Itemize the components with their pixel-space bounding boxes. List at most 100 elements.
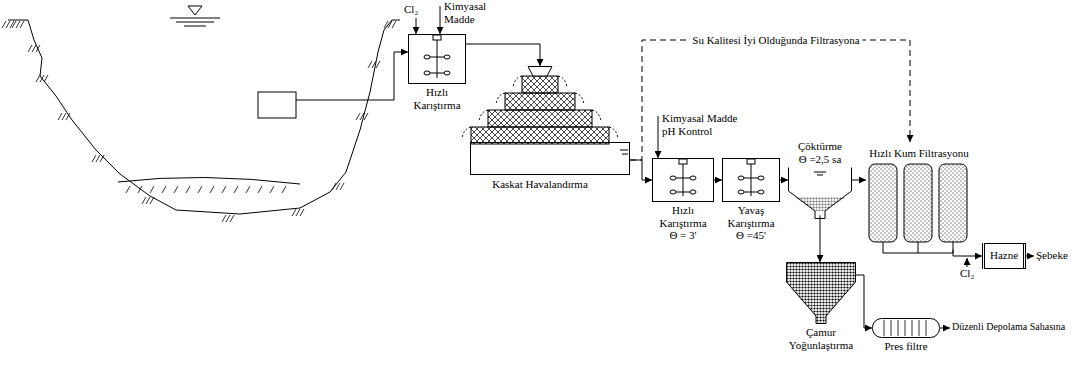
filter-vessel bbox=[939, 164, 967, 242]
feed-arrow bbox=[658, 116, 659, 158]
outlet-label: Düzenli Depolama Sahasına bbox=[952, 321, 1068, 333]
water-fall bbox=[592, 110, 601, 122]
feed-arrow bbox=[967, 258, 968, 267]
node-label: Pres filtre bbox=[872, 340, 940, 353]
mixer-motor bbox=[433, 35, 441, 40]
node-label: Hızlı Kum Filtrasyonu bbox=[866, 147, 972, 160]
node-label: Hızlı Karıştırma bbox=[408, 86, 466, 111]
water-level-symbol bbox=[188, 6, 202, 15]
outlet-arrow bbox=[1026, 256, 1034, 257]
collector-pipe bbox=[883, 252, 953, 253]
text-group: Hızlı Kum Filtrasyonu bbox=[866, 147, 972, 160]
impeller-blade bbox=[758, 190, 764, 194]
rapid-mix-tank: Hızlı KarıştırmaΘ = 3' bbox=[652, 158, 714, 242]
node-label: Hazne bbox=[985, 244, 1023, 266]
rapid-mix-tank-shape bbox=[408, 34, 466, 84]
water-level bbox=[170, 18, 220, 26]
flow-line bbox=[466, 44, 540, 66]
water-fall bbox=[479, 110, 488, 122]
cascade-aerator: Kaskat Havalandırma bbox=[450, 66, 630, 191]
filter-press: Pres filtre bbox=[872, 318, 940, 353]
cascade-step bbox=[505, 93, 575, 110]
impeller-blade bbox=[758, 176, 764, 180]
water-level bbox=[620, 150, 628, 154]
impeller-blade bbox=[690, 176, 696, 180]
cascade-step bbox=[488, 110, 592, 127]
text-group: ÇöktürmeΘ =2,5 sa bbox=[788, 140, 852, 165]
sedimentation-tank: ÇöktürmeΘ =2,5 sa bbox=[788, 140, 852, 215]
tank-outline bbox=[653, 159, 714, 202]
sand-filter: Hızlı Kum Filtrasyonu bbox=[866, 142, 972, 250]
filter-press-shape bbox=[872, 318, 940, 338]
flow-line bbox=[820, 215, 821, 262]
text-group: Pres filtre bbox=[872, 340, 940, 353]
chemical-label: Kimyasal Madde pH Kontrol bbox=[662, 112, 742, 137]
filter-outlet bbox=[918, 242, 919, 253]
flow-line bbox=[780, 180, 788, 181]
water-fall bbox=[609, 127, 618, 139]
impeller-blade bbox=[738, 176, 744, 180]
sludge-thickener: Çamur Yoğunlaştırma bbox=[786, 262, 856, 351]
detention-time: Θ =45' bbox=[722, 229, 780, 242]
feed-arrow bbox=[416, 18, 417, 34]
sand-filter-shape bbox=[866, 162, 972, 254]
mixer-motor bbox=[747, 159, 755, 164]
mixer-shaft bbox=[683, 164, 684, 196]
water-fall bbox=[462, 127, 471, 139]
filter-vessel bbox=[869, 164, 897, 242]
outlet-label: Şebeke bbox=[1036, 249, 1068, 262]
slow-mix-tank-shape bbox=[722, 158, 780, 202]
rapid-mix-tank: Hızlı Karıştırma bbox=[408, 34, 466, 111]
cascade-step bbox=[522, 76, 558, 93]
impeller-blade bbox=[738, 190, 744, 194]
node-label: Kaskat Havalandırma bbox=[450, 178, 630, 191]
detention-time: Θ = 3' bbox=[652, 229, 714, 242]
press-filter bbox=[873, 319, 940, 338]
cascade-aerator-shape bbox=[450, 66, 630, 176]
filter-vessel bbox=[904, 164, 932, 242]
water-fall bbox=[496, 93, 505, 105]
impeller-blade bbox=[690, 190, 696, 194]
impeller-blade bbox=[424, 71, 430, 75]
feed-arrow bbox=[440, 6, 441, 34]
intake-pipe bbox=[296, 52, 408, 100]
water-fall bbox=[575, 93, 584, 105]
mixer-shaft bbox=[437, 40, 438, 78]
storage-tank: Hazne bbox=[982, 243, 1026, 269]
impeller-blade bbox=[670, 176, 676, 180]
mixer-motor bbox=[679, 159, 687, 164]
settling-tank bbox=[789, 168, 852, 219]
chemical-label: Kimyasal Madde bbox=[444, 0, 496, 25]
impeller-blade bbox=[670, 190, 676, 194]
cascade-step bbox=[471, 127, 609, 144]
water-level bbox=[814, 172, 826, 175]
text-group: Çamur Yoğunlaştırma bbox=[786, 326, 856, 351]
ground-hatches bbox=[2, 21, 396, 222]
node-label: Yavaş Karıştırma bbox=[722, 204, 780, 229]
node-label: Çamur Yoğunlaştırma bbox=[786, 326, 856, 351]
flow-line bbox=[852, 180, 866, 181]
sludge-thickener-shape bbox=[786, 262, 856, 324]
flow-line bbox=[856, 275, 872, 328]
outlet-arrow bbox=[940, 328, 950, 329]
chemical-label: Cl₂ bbox=[404, 3, 418, 16]
sediment-line bbox=[118, 177, 300, 184]
water-fall bbox=[558, 76, 567, 88]
flow-line bbox=[953, 250, 982, 256]
ground-hatch bbox=[2, 21, 396, 222]
water-fall bbox=[513, 76, 522, 88]
text-group: Kaskat Havalandırma bbox=[450, 178, 630, 191]
slow-mix-tank: Yavaş KarıştırmaΘ =45' bbox=[722, 158, 780, 242]
mixer-shaft bbox=[751, 164, 752, 196]
filter-outlet bbox=[883, 242, 884, 253]
node-label: Hızlı Karıştırma bbox=[652, 204, 714, 229]
rapid-mix-tank-shape bbox=[652, 158, 714, 202]
intake-box bbox=[258, 92, 296, 118]
chemical-label: Cl₂ bbox=[960, 267, 974, 280]
text-group: Hızlı Karıştırma bbox=[408, 86, 466, 111]
thickener bbox=[787, 263, 856, 324]
node-label: Çöktürme bbox=[788, 140, 852, 153]
sedimentation-tank-shape bbox=[788, 167, 852, 219]
flow-line bbox=[630, 160, 652, 180]
impeller-blade bbox=[444, 71, 450, 75]
